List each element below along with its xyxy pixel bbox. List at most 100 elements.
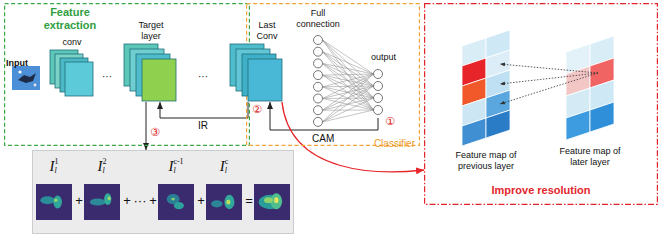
- panel-picture: [32, 150, 294, 234]
- index-box: 1l: [55, 157, 59, 175]
- subscript: l: [55, 166, 59, 175]
- heatmap-blob: [104, 193, 111, 205]
- map-cell: [590, 102, 614, 132]
- map-cell: [486, 110, 510, 138]
- operator: +: [196, 194, 206, 208]
- heatmap-blob: [226, 199, 230, 204]
- dashed-border: [5, 4, 250, 146]
- callout-number: ①: [385, 116, 395, 128]
- heatmap-blob: [171, 198, 175, 201]
- node-label: Last Conv: [252, 20, 282, 42]
- node-label: Input: [6, 58, 28, 69]
- math-symbol: I: [50, 158, 55, 174]
- last-conv-stack: Last Conv: [226, 18, 288, 102]
- formula-term: I1l: [36, 156, 72, 175]
- region-title: Improve resolution: [424, 184, 658, 197]
- improve-resolution-region: Improve resolution Feature map of previou…: [424, 3, 658, 205]
- ellipsis: ···: [102, 71, 112, 83]
- neuron: [314, 106, 323, 115]
- math-symbol: I: [168, 158, 173, 174]
- math-symbol: I: [220, 158, 225, 174]
- neuron: [314, 117, 323, 126]
- heatmap-blob: [54, 198, 58, 202]
- feature-map: Feature map of previous layer: [436, 22, 536, 178]
- ellipsis: ···: [198, 71, 208, 83]
- index-box: c-1l: [173, 157, 183, 175]
- neuron: [314, 71, 323, 80]
- input-picture: [6, 50, 46, 94]
- dashed-border: [247, 4, 420, 146]
- index-box: cl: [225, 157, 229, 175]
- heatmap-image: [158, 184, 194, 220]
- heatmap-blob: [224, 195, 234, 209]
- mapping-arrow: [500, 64, 598, 73]
- heatmap-blob: [40, 196, 54, 204]
- index-box: 2l: [103, 157, 107, 175]
- neuron: [314, 47, 323, 56]
- heatmap-image: [254, 184, 290, 220]
- neuron: [374, 82, 383, 91]
- superscript: 1: [55, 157, 59, 166]
- superscript: c: [225, 157, 229, 166]
- input-image: Input: [6, 50, 46, 94]
- edge-label: CAM: [312, 133, 334, 145]
- heatmap-blob: [174, 202, 184, 209]
- connector: [160, 102, 248, 118]
- superscript: c-1: [173, 157, 183, 166]
- region-title: Feature extraction: [30, 6, 110, 32]
- edge-label: IR: [198, 120, 208, 132]
- mapping-arrow: [500, 73, 598, 84]
- neuron: [314, 94, 323, 103]
- connector: [270, 102, 378, 130]
- heatmap-blob: [264, 197, 273, 203]
- math-symbol: I: [98, 158, 103, 174]
- region-title: Classifier: [374, 138, 415, 149]
- feature-map-layer: [142, 59, 176, 101]
- superscript: 2: [103, 157, 107, 166]
- node-label: Feature map of later layer: [550, 146, 630, 168]
- input-object: [18, 73, 36, 83]
- operator: +: [122, 194, 132, 208]
- fc-layer: Full connection: [293, 6, 343, 126]
- panel-ground: [33, 151, 294, 234]
- node-label: output: [352, 52, 396, 63]
- neuron: [374, 106, 383, 115]
- formula-term: Icl: [206, 156, 242, 175]
- target-layer-stack: Target layer: [120, 18, 182, 102]
- formula-term: I2l: [84, 156, 120, 175]
- input-object: [34, 84, 37, 87]
- conv-stack: conv: [48, 36, 96, 102]
- subscript: l: [173, 166, 183, 175]
- neuron: [314, 36, 323, 45]
- heatmap-blob: [211, 200, 223, 207]
- feature-map: Feature map of later layer: [540, 22, 640, 172]
- heatmap-blob: [274, 197, 278, 203]
- neuron: [314, 59, 323, 68]
- callout-number: ③: [150, 127, 160, 139]
- input-object: [18, 70, 21, 73]
- connector: [282, 102, 424, 172]
- stack-picture: [226, 18, 288, 102]
- heatmap-blob: [53, 196, 62, 209]
- heatmap-image: [84, 184, 120, 220]
- heatmap-image: [36, 184, 72, 220]
- connector: [146, 102, 147, 150]
- neuron: [374, 94, 383, 103]
- feature-extraction-region: Feature extractionInput conv Target layer: [4, 3, 250, 146]
- input-photo: [12, 66, 40, 90]
- node-label: Feature map of previous layer: [446, 150, 526, 172]
- node-label: Target layer: [131, 20, 171, 42]
- subscript: l: [103, 166, 107, 175]
- node-label: Full connection: [293, 8, 343, 30]
- map-cell: [566, 110, 590, 140]
- dash-dot-border: [425, 4, 658, 205]
- neuron: [374, 70, 383, 79]
- stack-picture: [120, 18, 182, 102]
- operator: +: [148, 194, 158, 208]
- heatmap-image: [206, 184, 242, 220]
- mapping-arrow: [500, 73, 598, 104]
- cam-sum-panel: I1l+I2l+···+Ic-1l+Icl=: [32, 150, 294, 234]
- region-outline: [424, 3, 658, 205]
